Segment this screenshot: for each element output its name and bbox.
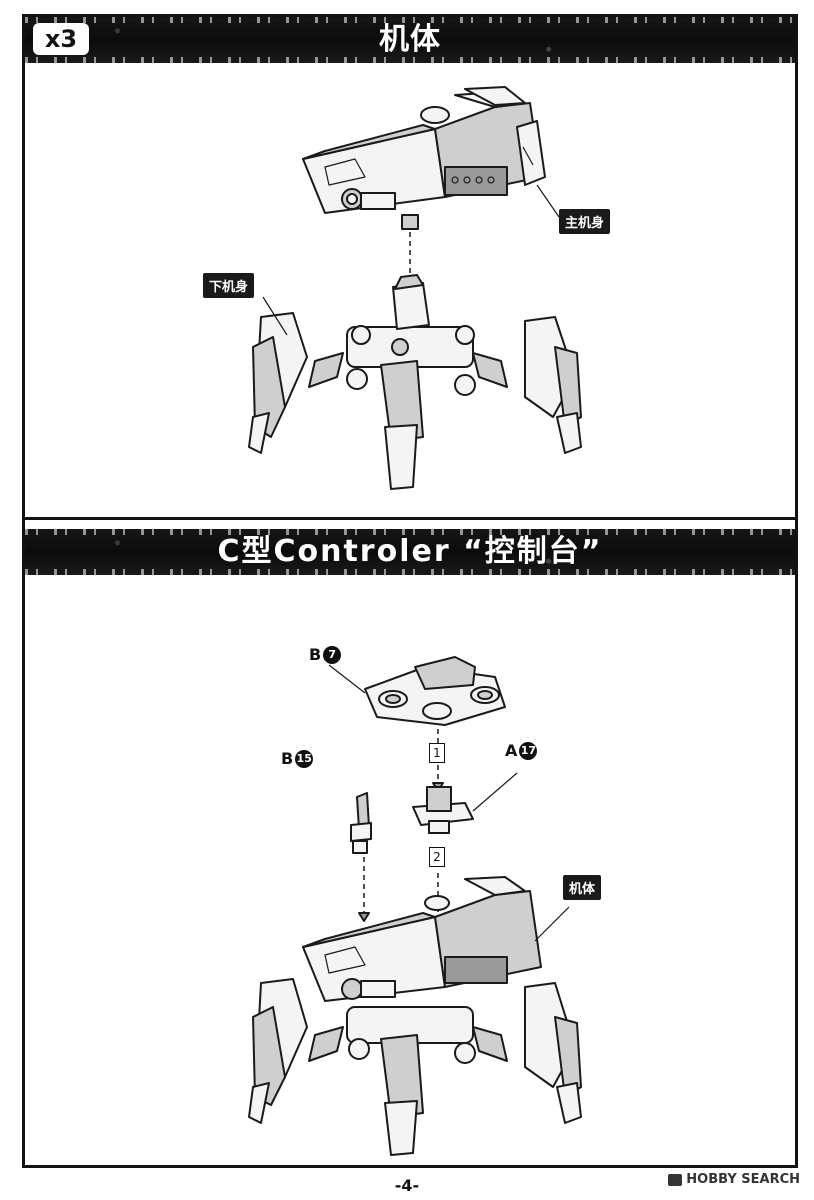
part-b7-drawing bbox=[364, 656, 506, 726]
instruction-sheet: x3 机体 bbox=[22, 14, 798, 1168]
part-b15-drawing bbox=[350, 792, 372, 854]
assembled-body-drawing bbox=[248, 876, 582, 1156]
label-main-body: 主机身 bbox=[559, 209, 611, 234]
section-title-controller: C型Controler “控制台” bbox=[217, 534, 603, 569]
part-number-badge: 7 bbox=[323, 645, 342, 664]
section-title-body: 机体 bbox=[379, 22, 441, 57]
quantity-badge: x3 bbox=[33, 23, 89, 55]
part-number-badge: 15 bbox=[295, 749, 314, 768]
main-body-drawing bbox=[302, 86, 546, 230]
section-divider bbox=[25, 517, 795, 520]
step-2-box: 2 bbox=[429, 847, 445, 867]
part-number-badge: 17 bbox=[519, 741, 538, 760]
label-body: 机体 bbox=[563, 875, 602, 900]
lower-body-drawing bbox=[248, 274, 582, 490]
section-banner-controller: C型Controler “控制台” bbox=[25, 529, 795, 575]
page-number: -4- bbox=[394, 1176, 420, 1195]
part-label-a17: A 17 bbox=[505, 741, 538, 760]
part-label-b7: B 7 bbox=[309, 645, 342, 664]
part-label-b15: B 15 bbox=[281, 749, 314, 768]
controller-assembly-drawing bbox=[248, 656, 582, 1156]
watermark: HOBBY SEARCH bbox=[668, 1172, 800, 1187]
label-lower-body: 下机身 bbox=[203, 273, 255, 298]
section-banner-body: x3 机体 bbox=[25, 17, 795, 63]
part-a17-drawing bbox=[412, 786, 474, 834]
body-assembly-drawing bbox=[248, 86, 582, 490]
camera-icon bbox=[668, 1173, 683, 1186]
step-1-box: 1 bbox=[429, 743, 445, 763]
